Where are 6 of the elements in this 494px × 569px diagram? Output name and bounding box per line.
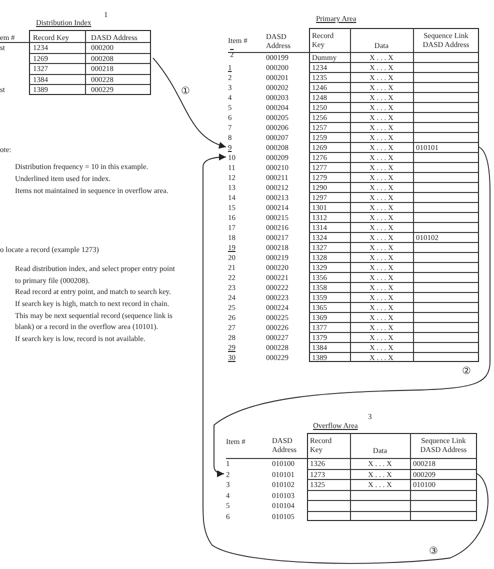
edge-label: ② [461, 366, 472, 377]
edge-label: ③ [428, 546, 439, 557]
arrow [152, 57, 226, 148]
arrow [214, 146, 490, 477]
edge-label: ① [180, 86, 191, 97]
arrow [202, 154, 488, 564]
